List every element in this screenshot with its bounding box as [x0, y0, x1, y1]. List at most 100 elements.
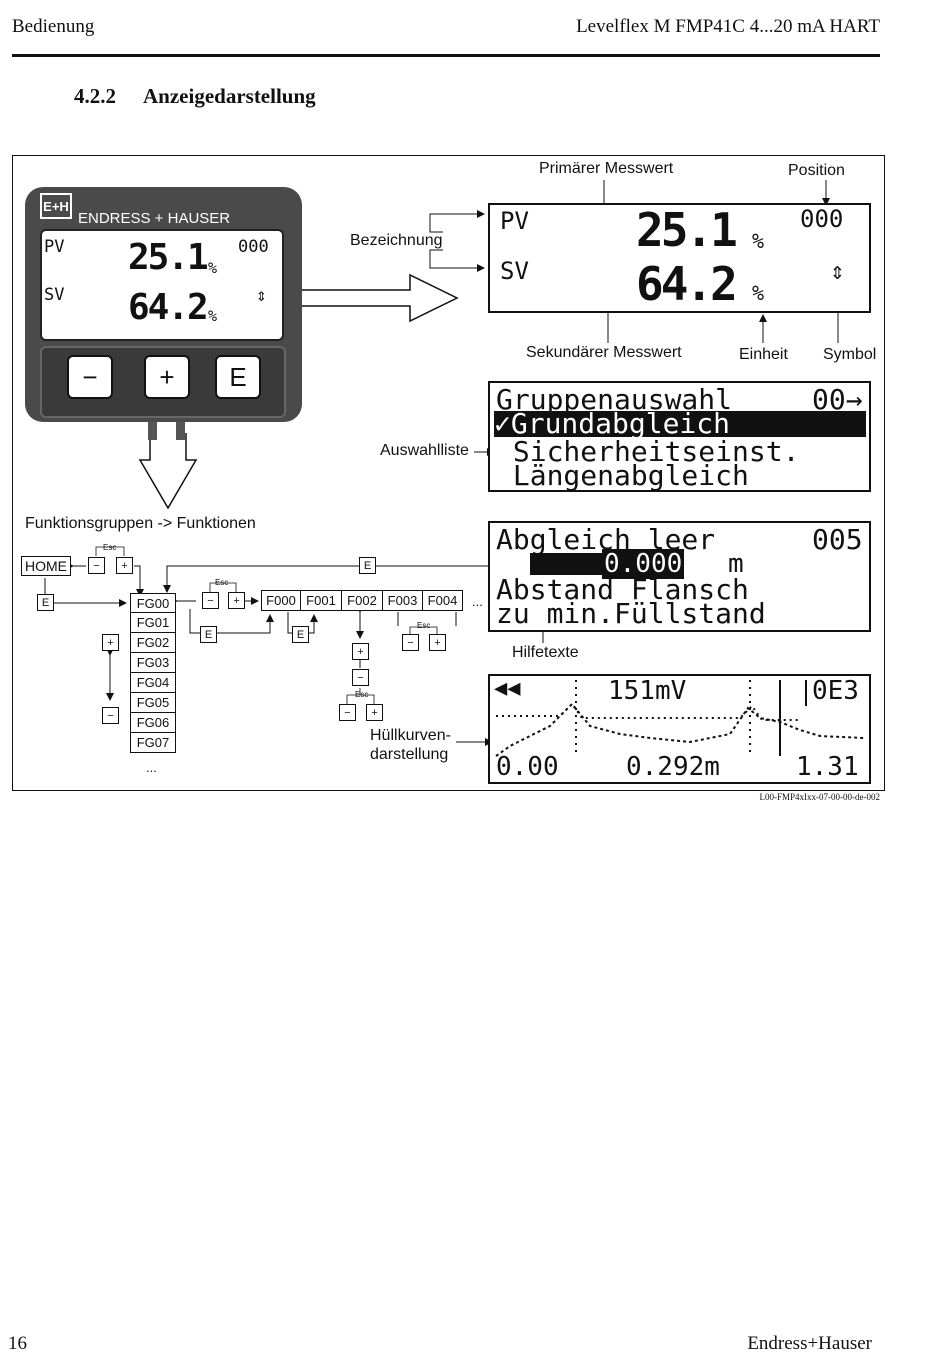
group-more: ... [146, 760, 157, 775]
help-unit: m [728, 549, 744, 579]
group-item[interactable]: FG04 [130, 673, 176, 693]
curve-x-max: 1.31 [796, 752, 859, 782]
label-auswahlliste: Auswahlliste [380, 442, 469, 459]
curve-signal: 151mV [608, 676, 687, 706]
enter-key-icon: E [37, 594, 54, 611]
display-sv-unit: % [752, 281, 765, 305]
eh-logo: E+H [40, 193, 72, 219]
display-sv-label: SV [500, 257, 529, 285]
group-item[interactable]: FG06 [130, 713, 176, 733]
device-sv-unit: % [208, 307, 218, 325]
plus-key-icon: + [116, 557, 133, 574]
display-pv-label: PV [500, 207, 529, 235]
plus-key-icon: + [366, 704, 383, 721]
function-group-list: FG00 FG01 FG02 FG03 FG04 FG05 FG06 FG07 [130, 593, 176, 753]
list-item-selected[interactable]: ✓Grundabgleich [494, 410, 866, 438]
figure-id: L00-FMP4xIxx-07-00-00-de-002 [759, 792, 881, 802]
display-curve: ◀◀ 151mV 0E3 0.00 0.292m 1.31 [488, 674, 871, 784]
function-item[interactable]: F004 [423, 590, 463, 611]
enter-key-button[interactable]: E [215, 355, 261, 399]
device-sv-value: 64.2 [128, 287, 209, 328]
esc-label: Esc [355, 690, 369, 699]
label-bezeichnung: Bezeichnung [350, 232, 443, 249]
minus-key-icon: − [402, 634, 419, 651]
label-primary: Primärer Messwert [539, 160, 674, 177]
function-more: ... [472, 594, 483, 609]
device-brand: ENDRESS + HAUSER [78, 210, 231, 227]
function-item[interactable]: F001 [301, 590, 342, 611]
label-funktionsgruppen: Funktionsgruppen -> Funktionen [25, 515, 256, 532]
display-list: Gruppenauswahl 00→ ✓Grundabgleich Sicher… [488, 381, 871, 492]
function-list: F000 F001 F002 F003 F004 [261, 590, 463, 611]
plus-key-icon: + [352, 643, 369, 660]
plus-key-icon: + [228, 592, 245, 609]
list-item[interactable]: Sicherheitseinst. [496, 435, 800, 468]
label-symbol: Symbol [823, 346, 877, 363]
display-pv-unit: % [752, 229, 765, 253]
esc-label: Esc [103, 543, 117, 552]
minus-key-icon: − [88, 557, 105, 574]
function-item[interactable]: F002 [342, 590, 383, 611]
label-hilfetexte: Hilfetexte [512, 644, 579, 661]
plus-key-icon: + [429, 634, 446, 651]
page-number: 16 [8, 1333, 27, 1354]
display-pv-value: 25.1 [636, 203, 738, 257]
label-huellkurve-1: Hüllkurven- [370, 727, 451, 744]
display-position: 000 [800, 205, 844, 233]
help-line-1: Abstand Flansch [496, 573, 749, 606]
device-pv-unit: % [208, 259, 218, 277]
display-help: Abgleich leer 005 0.000 m Abstand Flansc… [488, 521, 871, 632]
curve-code: 0E3 [812, 676, 859, 706]
group-item[interactable]: FG01 [130, 613, 176, 633]
display-sv-value: 64.2 [636, 257, 738, 311]
minus-key-button[interactable]: − [67, 355, 113, 399]
enter-key-icon: E [292, 626, 309, 643]
minus-key-icon: − [339, 704, 356, 721]
minus-key-icon: − [102, 707, 119, 724]
group-item[interactable]: FG03 [130, 653, 176, 673]
label-einheit: Einheit [739, 346, 788, 363]
device-sv-label: SV [44, 285, 65, 305]
curve-x-min: 0.00 [496, 752, 559, 782]
device-pv-label: PV [44, 237, 65, 257]
help-line-2: zu min.Füllstand [496, 597, 766, 630]
help-code: 005 [812, 523, 863, 556]
group-item[interactable]: FG02 [130, 633, 176, 653]
esc-label: Esc [417, 621, 431, 630]
figure-frame [12, 155, 885, 791]
device-pv-value: 25.1 [128, 237, 209, 278]
display-main: PV 25.1 % 000 SV 64.2 % ⇕ [488, 203, 871, 313]
function-item[interactable]: F000 [261, 590, 301, 611]
header-right: Levelflex M FMP41C 4...20 mA HART [576, 16, 880, 37]
list-item[interactable]: Längenabgleich [496, 459, 749, 492]
minus-key-icon: − [202, 592, 219, 609]
curve-x-mid: 0.292m [626, 752, 720, 782]
label-huellkurve-2: darstellung [370, 746, 449, 763]
group-item[interactable]: FG00 [130, 593, 176, 613]
device-screen: PV 25.1 % 000 SV 64.2 % ⇕ [40, 229, 284, 341]
minus-key-icon: − [352, 669, 369, 686]
label-position: Position [788, 162, 845, 179]
home-box: HOME [21, 556, 71, 576]
display-symbol-icon: ⇕ [830, 257, 845, 285]
plus-key-button[interactable]: + [144, 355, 190, 399]
esc-label: Esc [215, 578, 229, 587]
device-position: 000 [238, 237, 269, 257]
header-left: Bedienung [12, 16, 95, 37]
group-item[interactable]: FG07 [130, 733, 176, 753]
function-item[interactable]: F003 [383, 590, 423, 611]
footer-brand: Endress+Hauser [747, 1333, 872, 1354]
enter-key-icon: E [359, 557, 376, 574]
help-value-input[interactable]: 0.000 [602, 549, 685, 579]
device-symbol-icon: ⇕ [256, 285, 267, 306]
label-secondary: Sekundärer Messwert [526, 344, 682, 361]
list-title: Gruppenauswahl [496, 383, 733, 416]
group-item[interactable]: FG05 [130, 693, 176, 713]
list-code: 00→ [812, 383, 863, 416]
section-number: 4.2.2 [74, 84, 116, 108]
enter-key-icon: E [200, 626, 217, 643]
section-title: Anzeigedarstellung [143, 84, 316, 108]
envelope-curve [495, 680, 865, 757]
curve-rewind-icon: ◀◀ [494, 676, 521, 701]
